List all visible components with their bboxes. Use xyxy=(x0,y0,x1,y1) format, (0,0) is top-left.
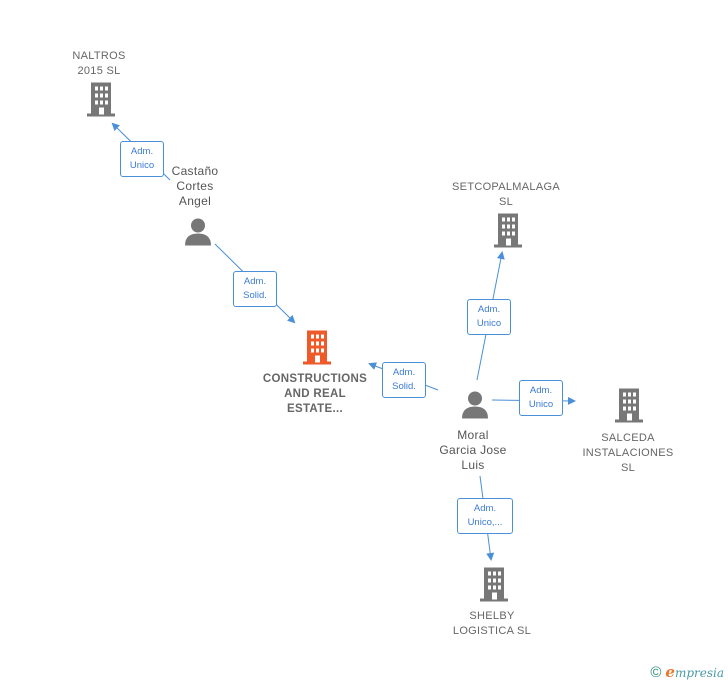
edge-label-castano-constructions[interactable]: Adm. Solid. xyxy=(233,271,277,307)
node-label-setcop: SETCOPALMALAGA SL xyxy=(452,181,560,208)
node-label-castano: Castaño Cortes Angel xyxy=(171,164,219,208)
edge-label-moral-shelby[interactable]: Adm. Unico,... xyxy=(457,498,513,534)
person-icon[interactable] xyxy=(460,391,490,424)
node-label-shelby: SHELBY LOGISTICA SL xyxy=(452,610,532,637)
building-icon-main[interactable] xyxy=(302,330,332,370)
building-icon[interactable] xyxy=(86,82,116,122)
footer-watermark: © empresia xyxy=(650,663,724,681)
edge-label-moral-setcop[interactable]: Adm. Unico xyxy=(467,299,511,335)
node-label-moral: Moral Garcia Jose Luis xyxy=(439,428,507,472)
edge-label-moral-constructions[interactable]: Adm. Solid. xyxy=(382,362,426,398)
copyright-icon: © xyxy=(650,663,662,681)
building-icon[interactable] xyxy=(493,213,523,253)
edge-label-castano-naltros[interactable]: Adm. Unico xyxy=(120,141,164,177)
brand-logo: empresia xyxy=(665,663,724,681)
edge-label-moral-salceda[interactable]: Adm. Unico xyxy=(519,380,563,416)
node-label-constructions[interactable]: CONSTRUCTIONS AND REAL ESTATE... xyxy=(262,373,368,415)
building-icon[interactable] xyxy=(479,567,509,607)
brand-initial: e xyxy=(665,663,675,681)
building-icon[interactable] xyxy=(614,388,644,428)
person-icon[interactable] xyxy=(183,218,213,251)
node-label-naltros: NALTROS 2015 SL xyxy=(72,50,126,77)
brand-rest: mpresia xyxy=(674,666,724,680)
node-label-salceda: SALCEDA INSTALACIONES SL xyxy=(582,432,674,474)
